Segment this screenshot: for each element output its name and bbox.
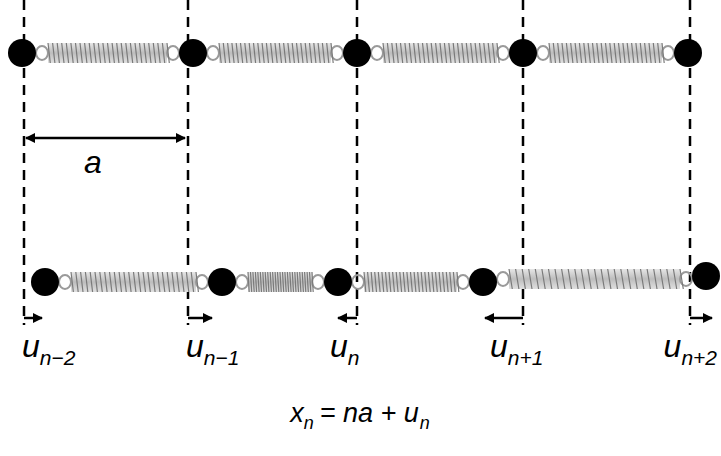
- label-group: un+1: [490, 330, 543, 368]
- spring: [236, 272, 324, 292]
- springs: [36, 43, 692, 292]
- displacement-symbol: u: [490, 328, 508, 364]
- index-subscript: n+2: [681, 346, 717, 369]
- displacement-symbol: u: [664, 328, 682, 364]
- label-group: un−2: [22, 330, 75, 368]
- label-group: xn= na + un: [290, 400, 430, 432]
- index-subscript: n−2: [40, 346, 76, 369]
- label-group: a: [84, 146, 102, 178]
- index-subscript: n+1: [508, 346, 544, 369]
- index-subscript: n: [348, 346, 360, 369]
- displacement-symbol: u: [330, 328, 348, 364]
- displacement-arrows: [24, 317, 712, 320]
- formula-text: = na + u: [320, 398, 419, 428]
- label-group: un: [330, 330, 359, 368]
- spacing-label: a: [84, 144, 102, 180]
- formula-subscript: n: [304, 413, 314, 433]
- spacing-arrow: [26, 137, 185, 140]
- masses: [8, 39, 720, 296]
- spring: [59, 272, 208, 292]
- spring: [371, 43, 509, 63]
- spring: [352, 272, 469, 292]
- displacement-symbol: u: [22, 328, 40, 364]
- formula-text: x: [290, 398, 304, 428]
- label-group: un−1: [186, 330, 239, 368]
- displacement-symbol: u: [186, 328, 204, 364]
- equilibrium-lines: [24, 0, 690, 325]
- spring: [537, 43, 674, 63]
- spring: [207, 43, 343, 63]
- formula-subscript: n: [420, 413, 430, 433]
- label-group: un+2: [664, 330, 717, 368]
- index-subscript: n−1: [204, 346, 240, 369]
- spring: [497, 269, 692, 289]
- spring: [36, 43, 179, 63]
